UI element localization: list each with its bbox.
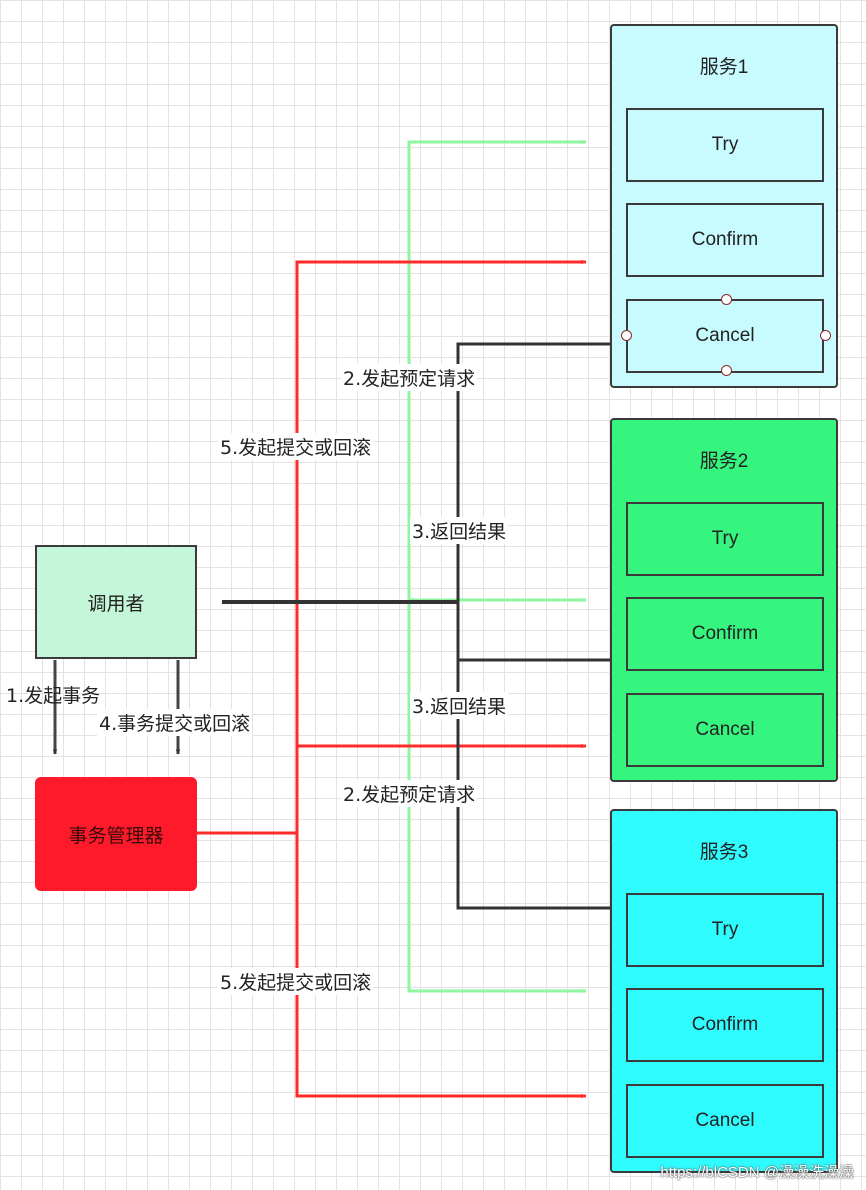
label-commit-caller: 4.事务提交或回滚 [97,709,253,736]
commit-line-to-service1 [295,259,587,833]
transaction-manager-box[interactable]: 事务管理器 [35,777,197,891]
service2-container[interactable]: 服务2 Try Confirm Cancel [610,418,838,782]
caller-manager-arrows [52,660,181,755]
service3-title: 服务3 [699,842,749,863]
label-return-top: 3.返回结果 [410,517,509,544]
service3-cancel[interactable]: Cancel [626,1084,824,1158]
label-return-bottom: 3.返回结果 [410,692,509,719]
service1-try[interactable]: Try [626,108,824,182]
caller-box[interactable]: 调用者 [35,545,197,659]
service3-confirm[interactable]: Confirm [626,988,824,1062]
resize-handle-right[interactable] [820,330,831,341]
service1-cancel-label: Cancel [695,325,755,346]
resize-handle-left[interactable] [621,330,632,341]
service2-cancel[interactable]: Cancel [626,693,824,767]
service3-try[interactable]: Try [626,893,824,967]
service2-title: 服务2 [699,451,749,472]
commit-line-to-service3 [295,833,587,1099]
return-line-from-service2 [456,602,610,662]
service2-confirm[interactable]: Confirm [626,597,824,671]
resize-handle-bottom[interactable] [721,365,732,376]
return-line-from-service3 [456,602,610,910]
return-line-from-service1 [456,342,610,602]
commit-lines [197,259,587,1099]
label-commit-bottom: 5.发起提交或回滚 [218,968,374,995]
reserve-request-lines [407,139,587,994]
manager-label: 事务管理器 [68,825,164,847]
label-commit-top: 5.发起提交或回滚 [218,433,374,460]
return-lines [221,342,610,910]
service1-confirm[interactable]: Confirm [626,203,824,277]
label-reserve-bottom: 2.发起预定请求 [341,780,478,807]
watermark: https://blCSDN @澡澡洗澡澡 [660,1164,854,1181]
resize-handle-top[interactable] [721,294,732,305]
service1-cancel[interactable]: Cancel [621,294,831,376]
reserve-line-to-service1 [407,139,587,600]
service1-title: 服务1 [699,57,749,78]
service2-try[interactable]: Try [626,502,824,576]
label-start-tx: 1.发起事务 [6,685,101,707]
caller-label: 调用者 [87,593,145,615]
service3-container[interactable]: 服务3 Try Confirm Cancel [610,809,838,1173]
reserve-line-to-service3 [407,600,587,994]
label-reserve-top: 2.发起预定请求 [341,364,478,391]
service1-container[interactable]: 服务1 Try Confirm Cancel [610,24,838,388]
